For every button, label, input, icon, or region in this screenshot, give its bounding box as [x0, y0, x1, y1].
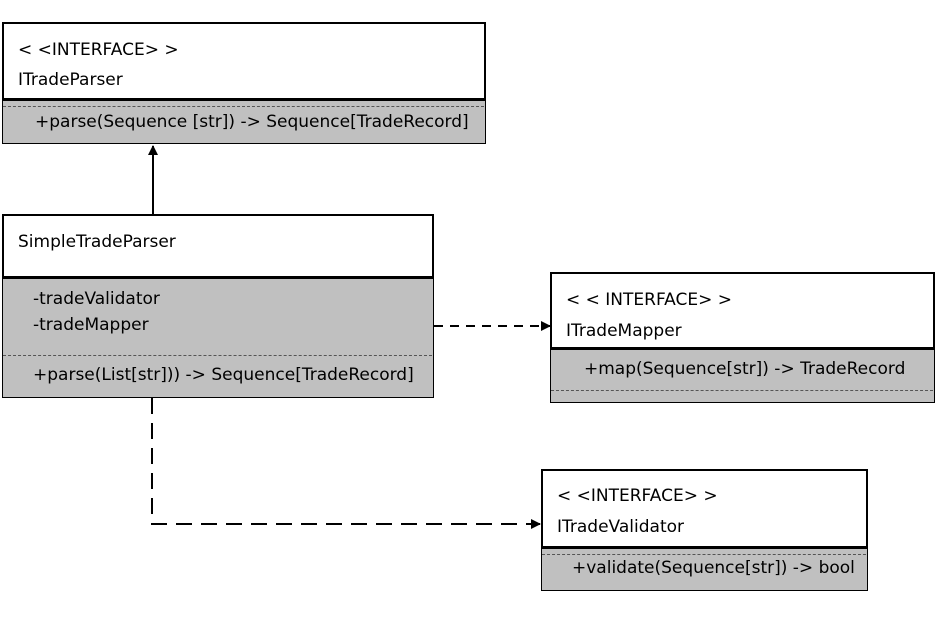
compartment-divider — [3, 355, 432, 356]
method-parse: +parse(Sequence [str]) -> Sequence[Trade… — [35, 112, 469, 132]
compartment-divider — [3, 106, 484, 107]
dependency-arrow-validator — [151, 398, 541, 529]
class-body: -tradeValidator -tradeMapper +parse(List… — [2, 278, 434, 398]
class-body: +parse(Sequence [str]) -> Sequence[Trade… — [2, 100, 486, 144]
compartment-divider — [542, 554, 866, 555]
class-itradeparser[interactable]: < <INTERFACE> > ITradeParser +parse(Sequ… — [2, 22, 486, 144]
class-header: < < INTERFACE> > ITradeMapper — [550, 272, 935, 349]
class-simpletradeparser[interactable]: SimpleTradeParser -tradeValidator -trade… — [2, 214, 434, 398]
attribute-tradevalidator: -tradeValidator — [33, 289, 160, 309]
compartment-divider — [551, 390, 933, 391]
class-name: ITradeValidator — [557, 517, 684, 537]
method-map: +map(Sequence[str]) -> TradeRecord — [584, 359, 906, 379]
class-header: < <INTERFACE> > ITradeValidator — [541, 469, 868, 548]
class-body: +validate(Sequence[str]) -> bool — [541, 548, 868, 591]
class-name: ITradeParser — [18, 70, 123, 90]
class-itrademapper[interactable]: < < INTERFACE> > ITradeMapper +map(Seque… — [550, 272, 935, 403]
method-validate: +validate(Sequence[str]) -> bool — [572, 558, 855, 578]
method-parse: +parse(List[str])) -> Sequence[TradeReco… — [33, 365, 414, 385]
class-header: < <INTERFACE> > ITradeParser — [2, 22, 486, 100]
class-body: +map(Sequence[str]) -> TradeRecord — [550, 349, 935, 403]
class-header: SimpleTradeParser — [2, 214, 434, 278]
class-name: SimpleTradeParser — [18, 232, 176, 252]
stereotype-label: < <INTERFACE> > — [18, 40, 179, 60]
attribute-trademapper: -tradeMapper — [33, 315, 149, 335]
stereotype-label: < <INTERFACE> > — [557, 486, 718, 506]
class-name: ITradeMapper — [566, 321, 682, 341]
stereotype-label: < < INTERFACE> > — [566, 290, 733, 310]
class-itradevalidator[interactable]: < <INTERFACE> > ITradeValidator +validat… — [541, 469, 868, 591]
